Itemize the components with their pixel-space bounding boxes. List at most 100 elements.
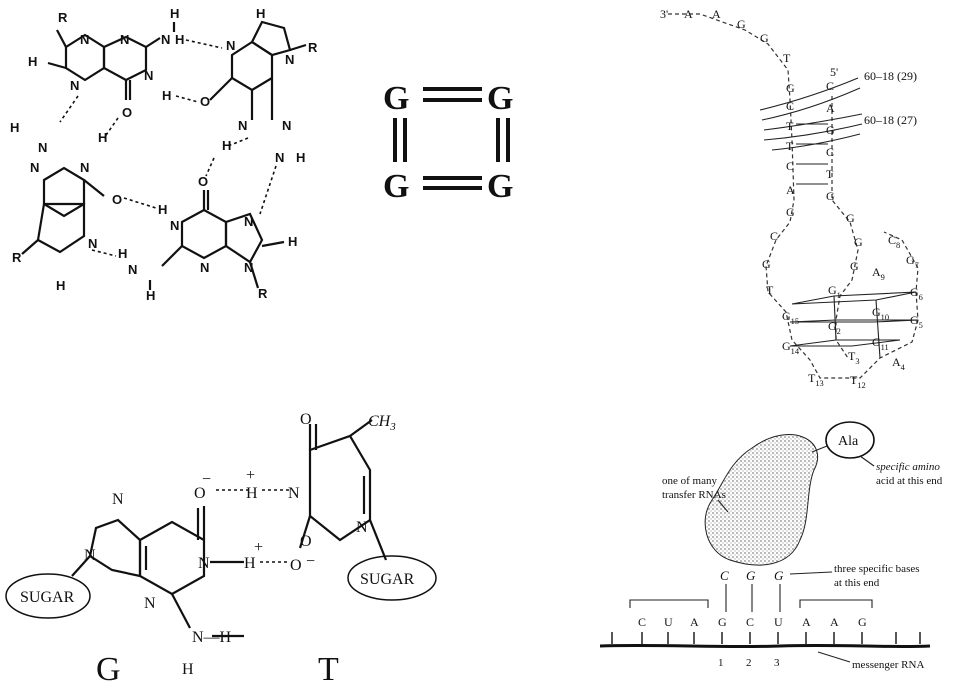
atom-n: N: [80, 32, 89, 47]
hairpin-base-t3-subscript: 3: [855, 357, 859, 366]
atom-o: O: [300, 533, 312, 550]
atom-r-2: R: [308, 40, 318, 55]
end-5-prime: 5': [830, 65, 838, 79]
mrna-base: G: [858, 615, 867, 629]
g-letter-top-left: G: [383, 80, 409, 117]
atom-o: O: [122, 105, 132, 120]
hairpin-base-g14-subscript: 14: [791, 347, 800, 356]
g-letter-bottom-left: G: [383, 168, 409, 205]
atom-r-4: R: [258, 286, 268, 301]
hairpin-base-t12-subscript: 12: [857, 381, 865, 390]
trna-label-line-1: one of many: [662, 475, 717, 487]
hairpin-base-g11-subscript: 11: [881, 343, 889, 352]
mrna-base: G: [718, 615, 727, 629]
codon-number: 3: [774, 657, 780, 669]
hairpin-base: T: [786, 139, 794, 153]
amino-note-line-2: acid at this end: [876, 475, 943, 487]
sugar-ellipse-t: [347, 555, 437, 601]
amino-group: N—H: [192, 629, 232, 646]
guanine-bottom-right: O H N N H N N N H H R: [118, 174, 297, 303]
atom-n: N: [226, 38, 235, 53]
atom-h: H: [146, 288, 155, 303]
codon-number: 1: [718, 657, 724, 669]
atom-h: H: [10, 120, 19, 135]
atom-n: N: [70, 78, 79, 93]
atom-n: N: [285, 52, 294, 67]
mrna-base: U: [774, 615, 783, 629]
hairpin-base-t3: T3: [848, 349, 860, 366]
hairpin-base-g7-subscript: 7: [915, 261, 919, 270]
hairpin-base-g1-subscript: 1: [837, 291, 841, 300]
charge-minus: −: [306, 553, 315, 570]
atom-h: H: [256, 6, 265, 21]
atom-h: H: [98, 130, 107, 145]
hairpin-base: C: [786, 159, 794, 173]
atom-n: N: [275, 150, 284, 165]
probe-label-2: 60–18 (27): [864, 113, 917, 127]
hairpin-base-g5-subscript: 5: [919, 321, 923, 330]
atom-n: N: [288, 485, 300, 502]
atom-n: N: [84, 547, 96, 564]
hairpin-base: G: [826, 189, 835, 203]
atom-h: H: [158, 202, 167, 217]
anticodon-base: G: [746, 568, 756, 583]
charge-minus: −: [202, 471, 211, 488]
methyl-group: CH3: [368, 413, 396, 433]
atom-n: N: [30, 160, 39, 175]
atom-o: O: [300, 411, 312, 428]
atom-o: O: [200, 94, 210, 109]
mrna-base: C: [746, 615, 754, 629]
hairpin-base: T: [766, 283, 774, 297]
hairpin-base: C: [786, 99, 794, 113]
guanine-top-right: H N N R O N N N H H: [200, 6, 318, 165]
hairpin-base-g15: G15: [782, 309, 799, 326]
methyl-subscript: 3: [389, 421, 396, 433]
bases-note-line-2: at this end: [834, 577, 880, 589]
dna-hairpin-diagram: [668, 13, 919, 379]
probe-label-1: 60–18 (29): [864, 69, 917, 83]
atom-r-1: R: [58, 10, 68, 25]
atom-n: N: [356, 519, 368, 536]
hairpin-base: G: [737, 17, 746, 31]
mrna-base: A: [802, 615, 811, 629]
hairpin-base-a9: A9: [872, 265, 885, 282]
atom-n: N: [80, 160, 89, 175]
mrna-base: A: [830, 615, 839, 629]
hairpin-base: A: [826, 101, 835, 115]
hairpin-base-a4-subscript: 4: [901, 363, 906, 372]
hairpin-base: G: [786, 81, 795, 95]
hairpin-base: G: [826, 123, 835, 137]
hairpin-base-a9-subscript: 9: [881, 273, 885, 282]
sugar-ellipse-g: [5, 573, 91, 619]
atom-n: N: [170, 218, 179, 233]
atom-n: N: [120, 32, 129, 47]
hairpin-base: T: [786, 119, 794, 133]
atom-n: N: [161, 32, 170, 47]
hairpin-base-a4: A4: [892, 355, 906, 372]
hairpin-base: G: [854, 235, 863, 249]
hairpin-base-c8: C8: [888, 233, 900, 250]
hairpin-base-c8-subscript: 8: [896, 241, 900, 250]
atom-h: H: [170, 6, 179, 21]
atom-r-3: R: [12, 250, 22, 265]
sugar-label-g: SUGAR: [20, 589, 75, 606]
atom-n: N: [282, 118, 291, 133]
hairpin-base-g10-subscript: 10: [881, 313, 889, 322]
charge-plus: +: [254, 539, 263, 556]
hairpin-base: C: [826, 145, 834, 159]
hairpin-base-g14: G14: [782, 339, 800, 356]
hairpin-base: G: [760, 31, 769, 45]
mrna-base: U: [664, 615, 673, 629]
atom-h: H: [288, 234, 297, 249]
atom-h: H: [56, 278, 65, 293]
atom-o-t: O: [290, 557, 302, 574]
hairpin-base-t12: T12: [850, 373, 866, 390]
anticodon-base: G: [774, 568, 784, 583]
atom-n: N: [238, 118, 247, 133]
hairpin-base: G: [846, 211, 855, 225]
atom-n: N: [244, 214, 253, 229]
atom-h: H: [222, 138, 231, 153]
